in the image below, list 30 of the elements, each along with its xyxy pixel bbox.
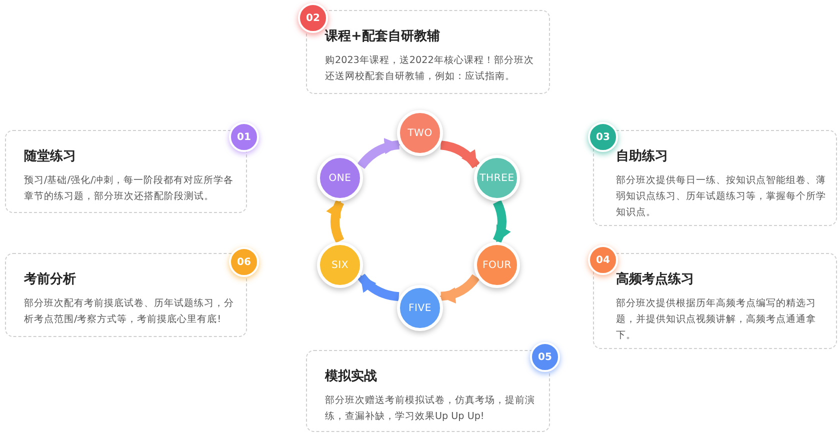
card-description: 购2023年课程，送2022年核心课程！部分班次还送网校配套自研教辅，例如：应试指南。 — [325, 54, 535, 84]
info-card — [306, 10, 550, 94]
info-card — [593, 253, 837, 349]
card-title: 高频考点练习 — [616, 270, 695, 288]
step-circle: FIVE — [397, 285, 443, 331]
step-number-badge: 04 — [588, 245, 618, 275]
card-description: 部分班次配有考前摸底试卷、历年试题练习，分析考点范围/考察方式等，考前摸底心里有底! — [24, 297, 235, 327]
card-title: 考前分析 — [24, 271, 77, 288]
info-card — [593, 130, 837, 226]
arrow — [439, 274, 480, 304]
card-title: 自助练习 — [616, 148, 669, 165]
step-circle: ONE — [317, 155, 363, 201]
step-circle: SIX — [317, 242, 363, 288]
step-number-badge: 06 — [229, 247, 259, 277]
card-description: 部分班次提供根据历年高频考点编写的精选习题，并提供知识点视频讲解，高频考点通通拿下。 — [616, 297, 817, 343]
card-title: 课程+配套自研教辅 — [325, 28, 441, 45]
arrow — [440, 140, 480, 168]
step-number-badge: 05 — [530, 342, 560, 372]
step-circle: FOUR — [474, 242, 520, 288]
card-description: 部分班次提供每日一练、按知识点智能组卷、薄弱知识点练习、历年试题练习等，掌握每个所学知识点。 — [616, 174, 827, 220]
step-circle: TWO — [397, 110, 443, 156]
card-description: 部分班次赠送考前模拟试卷，仿真考场，提前演练，查漏补缺，学习效果Up Up Up! — [325, 394, 536, 424]
step-number-badge: 03 — [588, 122, 618, 152]
card-description: 预习/基础/强化/冲刺，每一阶段都有对应所学各章节的练习题，部分班次还搭配阶段测试。 — [24, 174, 235, 204]
arrow — [357, 138, 401, 169]
card-title: 随堂练习 — [24, 148, 77, 165]
step-number-badge: 01 — [229, 122, 259, 152]
card-title: 模拟实战 — [325, 368, 378, 385]
info-card — [306, 350, 550, 432]
step-circle: THREE — [474, 155, 520, 201]
